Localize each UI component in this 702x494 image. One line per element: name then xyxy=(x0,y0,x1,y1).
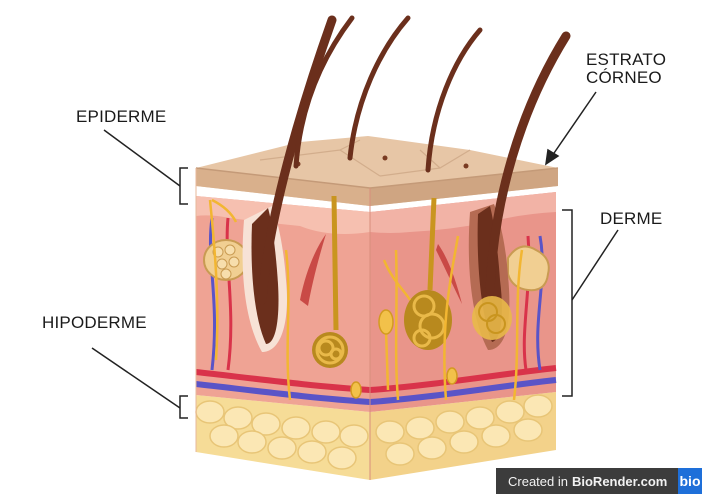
label-derme: DERME xyxy=(600,210,662,228)
label-hipoderme: HIPODERME xyxy=(42,314,147,332)
biorender-watermark[interactable]: Created in BioRender.com bio xyxy=(496,468,702,494)
bracket-epiderme xyxy=(180,168,188,204)
label-estrato-line2: CÓRNEO xyxy=(586,69,666,87)
label-estrato-corneo: ESTRATO CÓRNEO xyxy=(586,51,666,87)
bracket-hipoderme xyxy=(180,396,188,418)
sebaceous-gland-left xyxy=(204,240,248,280)
label-estrato-line1: ESTRATO xyxy=(586,51,666,69)
bracket-derme xyxy=(562,210,572,396)
watermark-brand: BioRender.com xyxy=(572,474,667,489)
arrow-estrato-corneo xyxy=(546,92,596,164)
sweat-gland-right xyxy=(472,296,512,340)
biorender-logo-icon: bio xyxy=(678,468,702,494)
label-epiderme: EPIDERME xyxy=(76,108,166,126)
watermark-prefix: Created in xyxy=(508,474,568,489)
